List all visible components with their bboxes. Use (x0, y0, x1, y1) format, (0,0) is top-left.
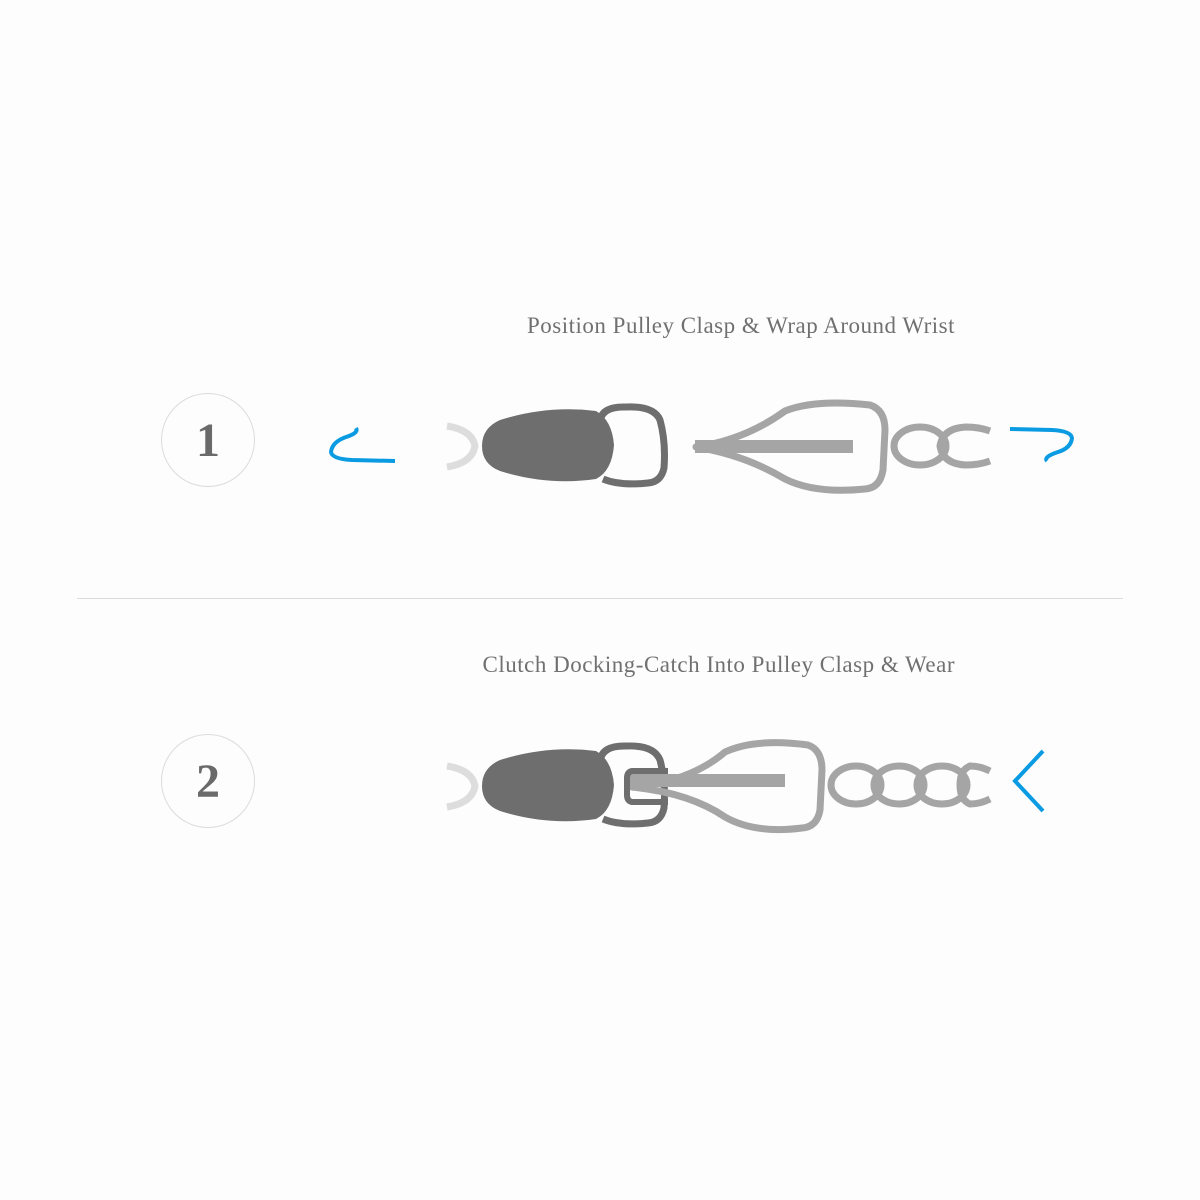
chain-link-icon (936, 423, 992, 469)
open-ring-icon (446, 422, 479, 471)
wrap-left-arrow-icon (329, 426, 396, 463)
pulley-clasp-icon (628, 739, 826, 834)
section-divider (77, 598, 1123, 599)
pulley-clasp-icon (692, 399, 889, 494)
chain-link-icon (913, 762, 971, 808)
docking-catch-icon (624, 768, 668, 805)
chain-link-icon (956, 762, 992, 808)
step-1-title: Position Pulley Clasp & Wrap Around Wris… (527, 313, 955, 338)
chain-link-icon (870, 762, 928, 808)
chain-link-icon (890, 423, 950, 469)
open-ring-icon (446, 762, 479, 811)
step-1-number: 1 (161, 393, 255, 487)
clutch-body-icon (482, 749, 614, 822)
pulley-bar-icon (630, 774, 785, 787)
step-2-title: Clutch Docking-Catch Into Pulley Clasp &… (482, 652, 955, 677)
step-2-illustration (446, 739, 1045, 834)
clutch-body-icon (482, 409, 614, 482)
clutch-loop-icon (596, 403, 668, 488)
chevron-left-icon (1012, 749, 1045, 813)
wrap-right-arrow-icon (1009, 427, 1074, 463)
step-2-number: 2 (161, 734, 255, 828)
chain-link-icon (827, 762, 885, 808)
pulley-bar-icon (695, 440, 853, 453)
step-1-illustration (329, 399, 1074, 494)
